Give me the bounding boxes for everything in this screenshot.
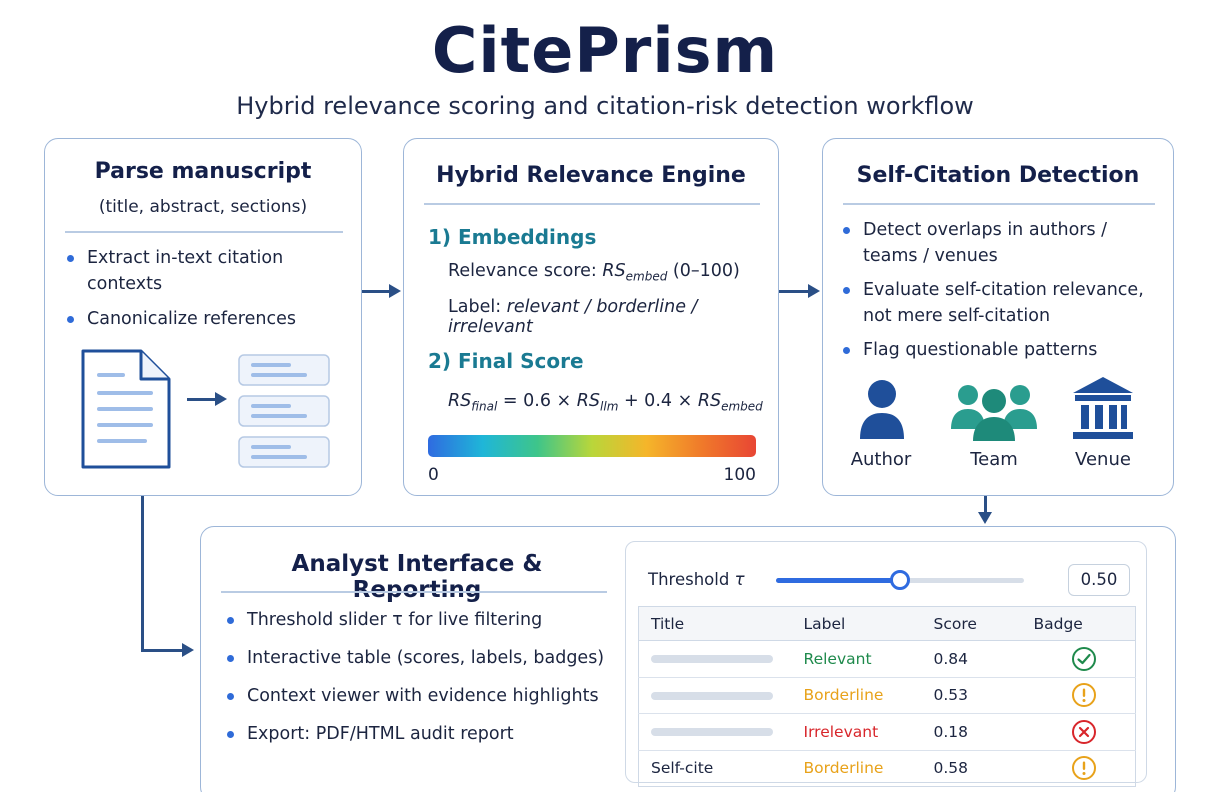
column-header-score[interactable]: Score [933,606,1034,641]
team-label: Team [970,449,1018,470]
row-score-cell: 0.18 [933,713,1034,751]
parse-inner-arrowhead [215,392,227,406]
self-citation-divider [843,203,1155,205]
column-header-title[interactable]: Title [638,606,804,641]
row-badge-cell [1033,713,1136,751]
row-title-cell: Self-cite [651,759,714,778]
row-badge-cell [1033,640,1136,678]
row-label-cell: Irrelevant [803,713,934,751]
engine-to-self-arrow [779,290,809,293]
venue-icon [1073,377,1133,439]
author-icon [860,380,904,439]
table-row[interactable]: Irrelevant 0.18 [638,713,1136,751]
title-placeholder-bar [651,655,773,664]
parse-to-engine-arrowhead [389,284,401,298]
venue-label: Venue [1075,449,1131,470]
scale-max-label: 100 [723,465,756,485]
row-label-cell: Borderline [803,759,884,778]
self-citation-detection-card: Self-Citation Detection Detect overlaps … [822,138,1174,496]
embeddings-heading: 1) Embeddings [428,225,597,249]
app-title: CitePrism [431,14,779,87]
analyst-bullet: Threshold slider τ for live filtering [225,607,615,633]
relevance-score-line: Relevance score: RSembed (0–100) [448,261,740,284]
row-title-cell [638,640,804,678]
row-score-cell: 0.84 [933,640,1034,678]
results-panel: Threshold τ 0.50 Title Label Score Badge… [625,541,1147,787]
parse-to-engine-arrow [362,290,390,293]
analyst-divider [221,591,607,593]
parse-to-analyst-arrow-vertical [141,496,144,651]
self-to-analyst-arrowhead [978,512,992,524]
parse-manuscript-card: Parse manuscript (title, abstract, secti… [44,138,362,496]
threshold-label: Threshold τ [648,570,745,589]
parse-inner-arrow [187,398,217,401]
threshold-slider-fill [776,578,900,583]
row-badge-cell [1033,677,1136,714]
table-row[interactable]: Self-cite Borderline 0.58 [639,750,1136,787]
row-label-cell: Relevant [803,640,934,678]
analyst-bullet: Context viewer with evidence highlights [225,683,615,709]
parse-bullet: Canonicalize references [65,306,345,332]
analyst-bullet: Export: PDF/HTML audit report [225,721,615,747]
app-subtitle: Hybrid relevance scoring and citation-ri… [236,92,974,120]
error-icon [1072,719,1097,744]
row-title-cell [638,677,804,714]
self-citation-bullet: Detect overlaps in authors / teams / ven… [841,217,1157,269]
author-label: Author [850,449,912,470]
warning-icon [1072,756,1097,781]
parse-bullet-list: Extract in-text citation contexts Canoni… [65,245,345,332]
team-icon [951,385,1037,441]
reference-list-icon [238,354,330,468]
parse-title: Parse manuscript [94,159,312,184]
column-header-badge[interactable]: Badge [1033,606,1136,641]
self-citation-bullet-list: Detect overlaps in authors / teams / ven… [841,217,1157,363]
parse-to-analyst-arrow-horizontal [141,649,183,652]
row-title-cell [638,713,804,751]
row-score-cell: 0.53 [933,677,1034,714]
document-icon [81,349,171,469]
threshold-slider-thumb[interactable] [890,570,910,590]
warning-icon [1072,683,1097,708]
final-score-heading: 2) Final Score [428,349,584,373]
check-icon [1072,646,1097,671]
engine-to-self-arrowhead [808,284,820,298]
engine-title: Hybrid Relevance Engine [436,163,746,188]
title-placeholder-bar [651,691,773,700]
parse-bullet: Extract in-text citation contexts [65,245,345,297]
analyst-bullet-list: Threshold slider τ for live filtering In… [225,607,615,747]
column-header-label[interactable]: Label [803,606,934,641]
engine-divider [424,203,760,205]
self-citation-bullet: Evaluate self-citation relevance, not me… [841,277,1157,329]
scale-min-label: 0 [428,465,439,485]
hybrid-relevance-engine-card: Hybrid Relevance Engine 1) Embeddings Re… [403,138,779,496]
final-score-formula: RSfinal = 0.6 × RSllm + 0.4 × RSembed [448,391,763,414]
analyst-interface-card: Analyst Interface & Reporting Threshold … [200,526,1176,792]
row-score-cell: 0.58 [933,759,969,778]
analyst-bullet: Interactive table (scores, labels, badge… [225,645,615,671]
analyst-title: Analyst Interface & Reporting [291,551,543,603]
row-badge-cell [1034,750,1136,787]
table-row[interactable]: Borderline 0.53 [638,677,1136,714]
self-citation-bullet: Flag questionable patterns [841,337,1157,363]
table-header-row: Title Label Score Badge [638,606,1136,641]
parse-divider [65,231,343,233]
parse-subtitle: (title, abstract, sections) [98,197,308,217]
score-gradient-bar [428,435,756,457]
self-to-analyst-arrow [984,496,987,514]
self-citation-title: Self-Citation Detection [856,163,1140,188]
results-table[interactable]: Title Label Score Badge Relevant 0.84 [638,606,1136,787]
table-row[interactable]: Relevant 0.84 [638,640,1136,678]
threshold-value-box[interactable]: 0.50 [1068,564,1130,596]
label-line: Label: relevant / borderline / irrelevan… [448,297,698,337]
title-placeholder-bar [651,728,773,737]
row-label-cell: Borderline [803,677,934,714]
parse-to-analyst-arrowhead [182,643,194,657]
